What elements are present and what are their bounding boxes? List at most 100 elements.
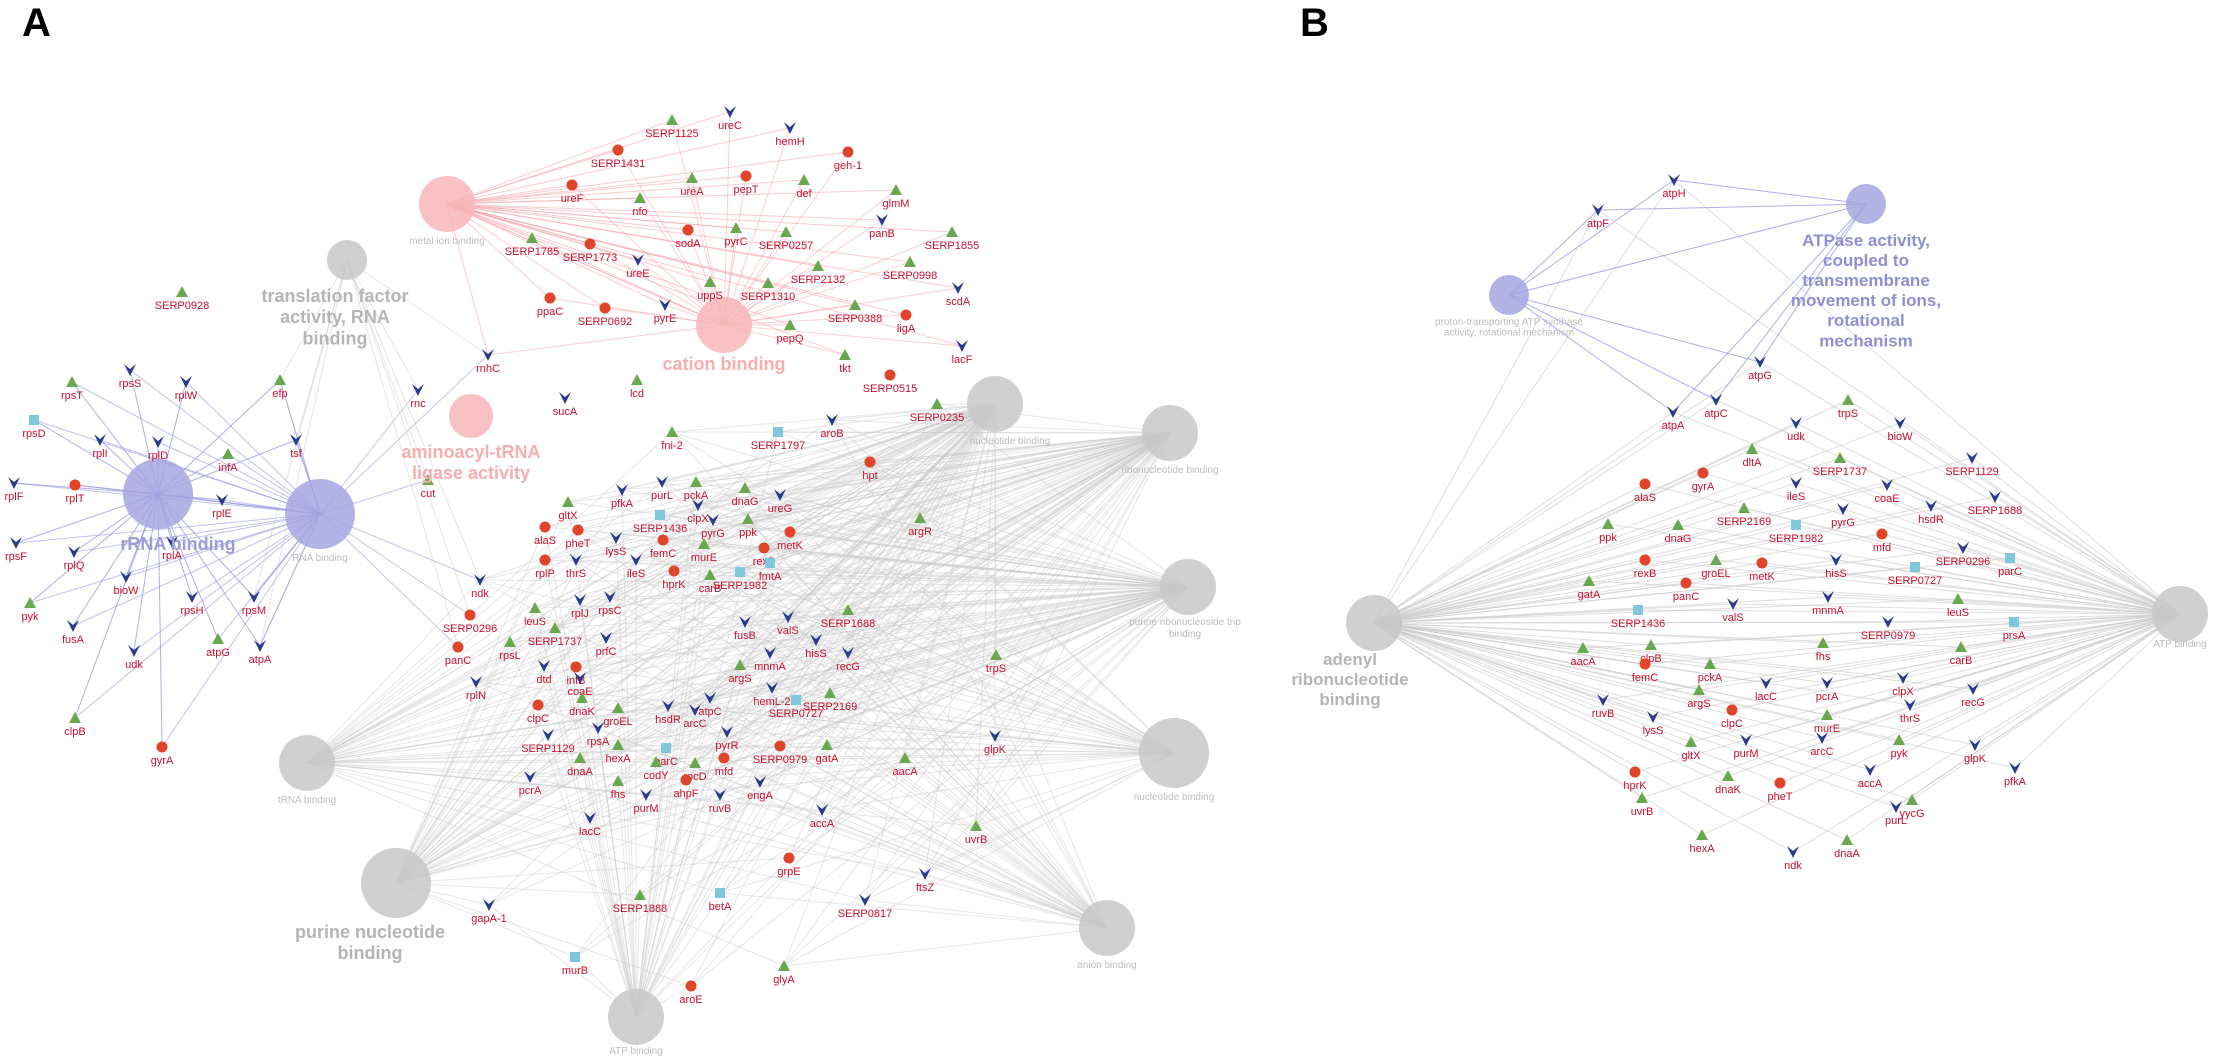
b-gene-lacc-label: lacC [1755,691,1777,703]
a-edge-nucleotide [635,757,906,1018]
a-hub-nucleotide-binding-node [1139,718,1209,788]
a-edge-nucleotide [763,403,996,549]
a-gene-serp2132-label: SERP2132 [791,274,845,286]
a-edge-nucleotide [581,697,1108,929]
a-gene-pcka-triangle-marker [690,476,702,487]
a-edge-nucleotide [479,579,1108,929]
b-gene-purl-vee-marker [1890,801,1902,813]
b-edge-adenyl [1373,559,1646,624]
a-edge-nucleotide [579,586,1189,759]
b-edge-atp [1698,613,2181,691]
a-gene-dnag-label: dnaG [732,496,759,508]
a-edge-nucleotide [617,744,1108,929]
a-gene-purm-vee-marker [640,789,652,801]
a-edge-nucleotide [726,731,1175,754]
a-edge-nucleotide [665,432,1171,749]
b-edge-adenyl [1373,472,1704,624]
a-edge-nucleotide [617,403,996,746]
a-edge-nucleotide [609,596,1175,754]
a-gene-serp2169-label: SERP2169 [803,701,857,713]
a-edge-nucleotide [994,432,1171,737]
a-edge-nucleotide [744,487,1189,588]
a-edge-nucleotide [744,403,996,623]
a-edge-rna [99,439,321,515]
a-edge-nucleotide [709,432,1171,576]
b-edge-atp [1971,457,2181,615]
a-gene-panb-label: panB [869,228,895,240]
a-edge-nucleotide [609,586,1189,598]
a-gene-lcd-label: lcd [630,388,644,400]
a-hub-metal-ion-binding-node [419,176,475,232]
a-edge-cation [487,324,725,356]
a-edge-nucleotide [639,403,996,896]
b-gene-gltx-triangle-marker [1685,736,1697,747]
a-gene-rplp-circle-marker [539,554,551,566]
a-edge-nucleotide [787,616,1108,929]
a-edge-nucleotide [694,432,1171,764]
b-gene-recg-label: recG [1961,697,1985,709]
b-gene-phet-circle-marker [1774,777,1786,789]
a-edge-nucleotide [306,762,823,811]
a-gene-pfka-label: pfkA [611,498,634,510]
a-edge-rna [129,369,321,515]
a-edge-nucleotide [703,432,1171,545]
a-edge-metal-ion [446,111,731,205]
a-gene-hiss-label: hisS [805,648,826,660]
a-edge-nucleotide [589,817,637,1018]
a-edge-nucleotide [306,637,607,764]
b-gene-atpc-label: atpC [1704,408,1727,420]
a-edge-nucleotide [395,403,938,884]
a-edge-nucleotide [617,403,996,782]
a-gene-serp1773-circle-marker [584,238,596,250]
a-gene-fhs-triangle-marker [612,775,624,786]
b-gene-serp1129-vee-marker [1966,452,1978,464]
a-edge-nucleotide [617,586,1189,709]
a-edge-nucleotide [869,461,1175,754]
a-gene-serp1797-label: SERP1797 [751,440,805,452]
a-edge-nucleotide [795,699,1175,754]
b-edge-atp [1887,613,2181,623]
b-edge-adenyl [1373,361,1761,624]
a-gene-panb-vee-marker [876,214,888,226]
a-gene-rpsc-vee-marker [604,591,616,603]
b-edge-atp [1761,562,2181,615]
a-edge-nucleotide [306,687,773,764]
a-gene-cody-label: codY [643,770,669,782]
a-gene-tsf-label: tsf [290,448,303,460]
a-gene-upps-label: uppS [697,290,723,302]
a-gene-rpsl-triangle-marker [504,636,516,647]
b-gene-lyss-label: lysS [1643,725,1664,737]
a-gene-metk-circle-marker [784,526,796,538]
a-edge-rna [161,513,321,748]
a-edge-nucleotide [395,543,705,884]
b-gene-recg-vee-marker [1967,683,1979,695]
a-edge-nucleotide [719,752,1175,894]
a-gene-dtd-vee-marker [538,660,550,672]
a-gene-uree-vee-marker [632,254,644,266]
a-hub-atp-binding-label: ATP binding [609,1046,663,1057]
a-hub-trna-binding-label: tRNA binding [278,795,336,806]
a-gene-serp1797-square-marker [773,427,783,437]
a-edge-metal-ion [446,203,666,306]
b-edge-adenyl [1373,622,1636,773]
a-gene-efp-triangle-marker [274,374,286,385]
a-edge-nucleotide [395,537,617,884]
a-edge-nucleotide [395,641,511,884]
a-edge-nucleotide [635,697,711,1018]
a-gene-uvrb-label: uvrB [965,834,988,846]
b-edge-adenyl [1373,457,1841,624]
a-edge-nucleotide [547,432,1171,736]
a-edge-nucleotide [306,762,531,778]
a-edge-nucleotide [617,432,1171,746]
a-edge-nucleotide [615,537,1189,588]
a-edge-nucleotide [579,599,637,1018]
a-gene-upps-triangle-marker [704,276,716,287]
a-edge-nucleotide [847,403,996,654]
a-edge-nucleotide [847,432,1171,611]
a-edge-nucleotide [744,403,996,489]
a-edge-nucleotide [579,757,637,1018]
a-edge-nucleotide [635,504,699,1018]
